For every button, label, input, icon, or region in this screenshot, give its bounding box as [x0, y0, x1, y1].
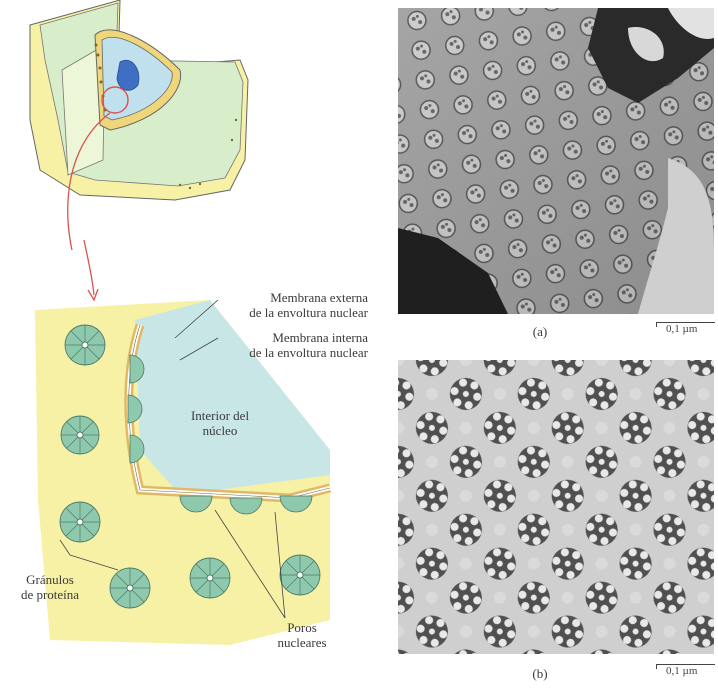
label-inner-membrane: Membrana interna de la envoltura nuclear [206, 330, 368, 360]
scale-bar-b: 0,1 µm [656, 664, 716, 682]
nucleus-3d-illustration [0, 0, 290, 250]
micrograph-b [398, 360, 714, 654]
label-protein-granules: Gránulos de proteína [10, 572, 90, 602]
label-outer-membrane: Membrana externa de la envoltura nuclear [206, 290, 368, 320]
label-nuclear-pores: Poros nucleares [262, 620, 342, 650]
caption-b: (b) [520, 666, 560, 681]
label-nucleus-interior: Interior del núcleo [180, 408, 260, 438]
caption-a: (a) [520, 324, 560, 339]
scale-bar-a: 0,1 µm [656, 322, 716, 340]
micrograph-a [398, 8, 714, 314]
